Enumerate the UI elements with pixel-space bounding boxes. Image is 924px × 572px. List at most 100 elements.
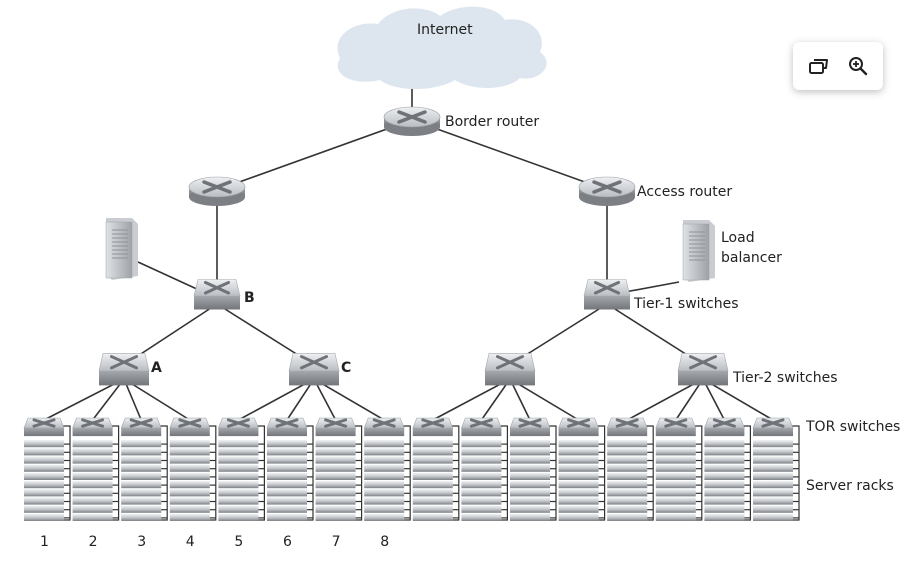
rack-cabling [256,425,265,521]
internet-label: Internet [417,22,473,38]
server-unit [558,513,599,521]
switch-front [267,428,307,437]
server-unit [218,472,259,480]
switch-x-icon [372,418,396,428]
server-unit [24,497,64,505]
tier2-right-1 [484,353,536,386]
server-unit [412,489,453,497]
server-rack [655,425,703,521]
link-tier2-tor [286,378,315,421]
tor-switch [460,417,502,437]
server-unit [412,456,453,464]
switch-x-icon [129,418,153,428]
server-unit [607,497,648,505]
zoom-in-button[interactable] [843,51,873,81]
switch-label-a: A [151,360,162,376]
server-unit [121,497,162,505]
switch-x-icon [567,418,591,428]
rack-cabling [450,425,460,521]
tor-switch [703,417,745,437]
server-unit [121,440,162,448]
server-unit [72,456,113,464]
server-unit [315,448,356,456]
server-unit [24,505,64,513]
tor-switch [752,417,794,437]
tier1-right [583,279,631,310]
tor-switch [558,417,600,437]
server-unit [315,464,356,472]
open-in-window-button[interactable] [804,51,834,81]
rack-number-label: 8 [380,534,389,550]
server-unit [704,472,745,480]
tor-switch [266,417,308,437]
server-unit [461,505,502,513]
access-router-left [188,176,246,206]
server-unit [218,481,259,489]
image-toolbar [793,42,883,90]
switch-front [289,371,339,386]
server-unit [267,497,307,505]
server-rack [607,425,654,521]
server-unit [72,513,113,521]
tor-switch [315,417,357,437]
server-unit [412,440,453,448]
server-unit [72,505,113,513]
server-unit [315,489,356,497]
server-rack [24,425,71,521]
link-tier2-tor [313,378,337,421]
links-layer [43,74,774,421]
server-unit [169,440,210,448]
server-unit [510,440,550,448]
rack-cabling [645,425,654,521]
server-unit [121,513,162,521]
tier2-right-2 [677,353,729,386]
server-unit [121,489,162,497]
server-rack [169,425,217,521]
server-unit [558,448,599,456]
server-unit [607,489,648,497]
server-unit [655,472,696,480]
server-unit [558,472,599,480]
internet-cloud [337,6,547,89]
switch-x-icon [204,280,230,295]
tor-switch [412,417,454,437]
router-x-icon [397,110,427,124]
link-lb-tier1 [624,281,680,293]
switch-x-icon [300,355,328,370]
rack-number-label: 7 [332,534,341,550]
server-unit [704,448,745,456]
switch-label-c: C [341,360,351,376]
server-unit [169,497,210,505]
access-router-right [578,176,636,206]
server-unit [72,497,113,505]
server-unit [121,464,162,472]
server-unit [364,456,405,464]
server-unit [510,497,550,505]
server-unit [704,456,745,464]
rack-cabling [499,425,508,521]
rack-cabling [548,425,557,521]
server-unit [510,456,550,464]
link-tier2-tor [675,378,704,421]
server-unit [753,448,793,456]
server-unit [364,440,405,448]
server-unit [607,472,648,480]
server-unit [412,505,453,513]
server-unit [267,464,307,472]
server-unit [753,505,793,513]
switch-front [412,428,453,437]
server-unit [267,489,307,497]
switch-x-icon [496,355,524,370]
nodes-layer [23,6,800,521]
switch-front [218,428,259,437]
server-unit [121,456,162,464]
server-unit [412,464,453,472]
rack-cabling [791,425,800,521]
server-unit [24,513,64,521]
server-unit [655,464,696,472]
server-unit [72,472,113,480]
switch-x-icon [81,418,105,428]
windows-icon [808,59,828,74]
server-unit [461,472,502,480]
